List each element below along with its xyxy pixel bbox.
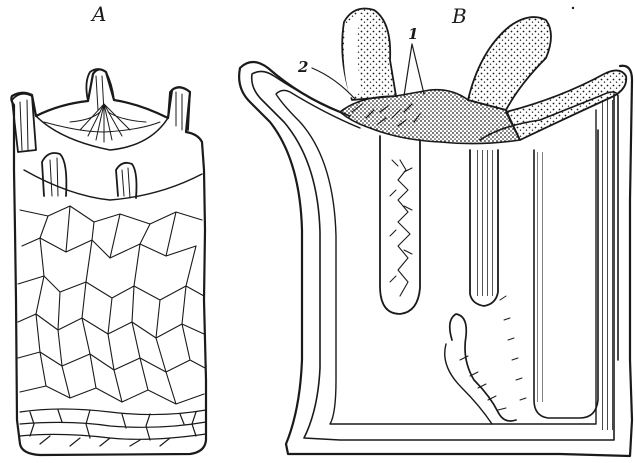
panel-a-oral-disc	[36, 116, 168, 150]
callout-1-label: 1	[408, 27, 418, 42]
panel-b-label: B	[452, 6, 467, 26]
panel-b-right-tentacle	[468, 17, 551, 110]
panel-a-label: A	[92, 4, 106, 24]
callout-1-leader	[404, 44, 424, 96]
panel-b-bud	[450, 314, 516, 421]
panel-b-left-lumen	[380, 136, 420, 314]
panel-b-left-cells	[398, 160, 410, 296]
panel-a-tentacle	[12, 94, 36, 152]
panel-a-tentacle	[42, 153, 66, 196]
callout-2-label: 2	[298, 60, 308, 75]
panel-a-tentacle	[116, 163, 137, 198]
panel-a-drawing	[11, 69, 206, 455]
